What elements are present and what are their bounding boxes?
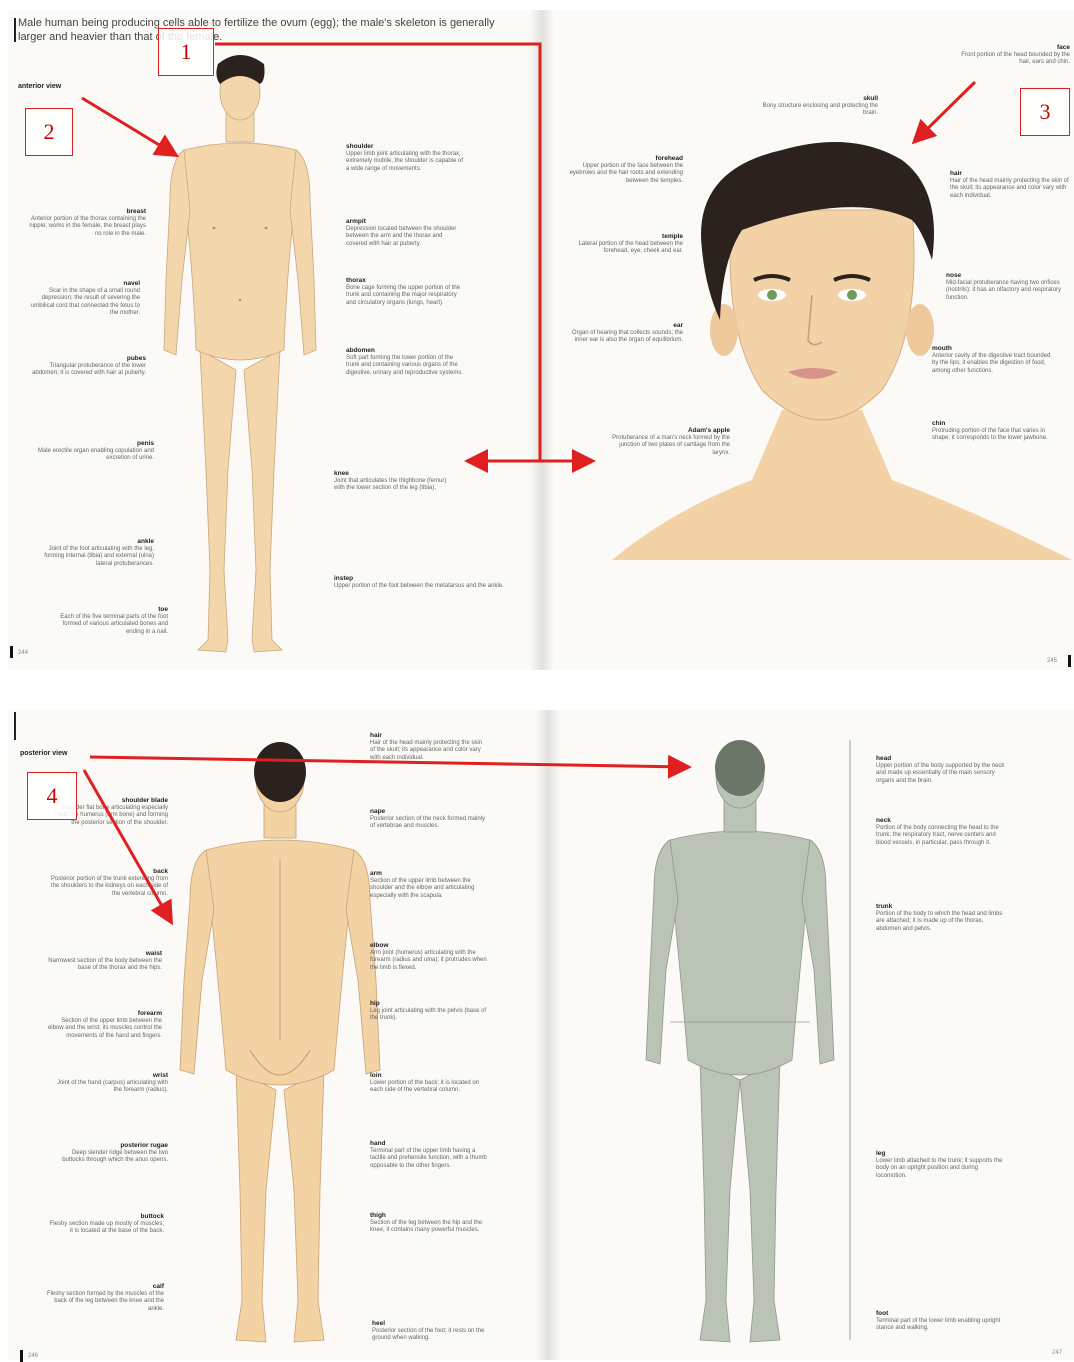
marker-4: 4 xyxy=(27,772,77,820)
marker-3: 3 xyxy=(1020,88,1070,136)
marker-1: 1 xyxy=(158,28,214,76)
marker-2: 2 xyxy=(25,108,73,156)
